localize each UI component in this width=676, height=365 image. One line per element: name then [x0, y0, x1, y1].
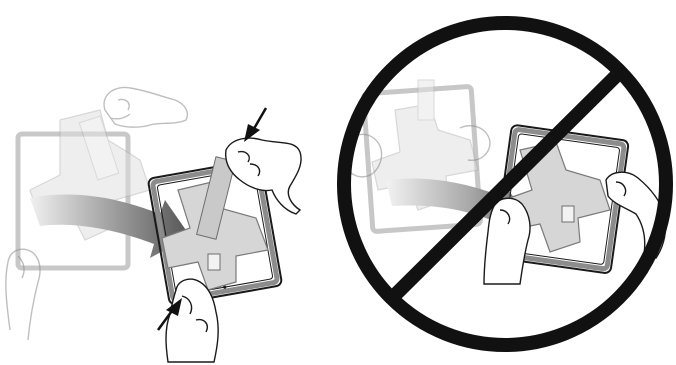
- prohibition-icon: [337, 16, 673, 352]
- incorrect-panel: [337, 16, 673, 352]
- correct-panel: [5, 86, 302, 363]
- arrow-icon: [244, 107, 268, 142]
- rotation-arrow-icon: [30, 194, 190, 258]
- hand-icon: [165, 278, 219, 363]
- ghost-hand-icon: [103, 86, 189, 128]
- ghost-tablet-frame: [361, 84, 483, 234]
- rotation-arrow-icon: [386, 178, 526, 234]
- ghost-hand-icon: [5, 248, 41, 341]
- hand-icon: [225, 137, 302, 215]
- arrow-icon: [156, 298, 182, 331]
- ghost-hand-icon: [345, 124, 491, 178]
- hand-icon: [483, 197, 531, 285]
